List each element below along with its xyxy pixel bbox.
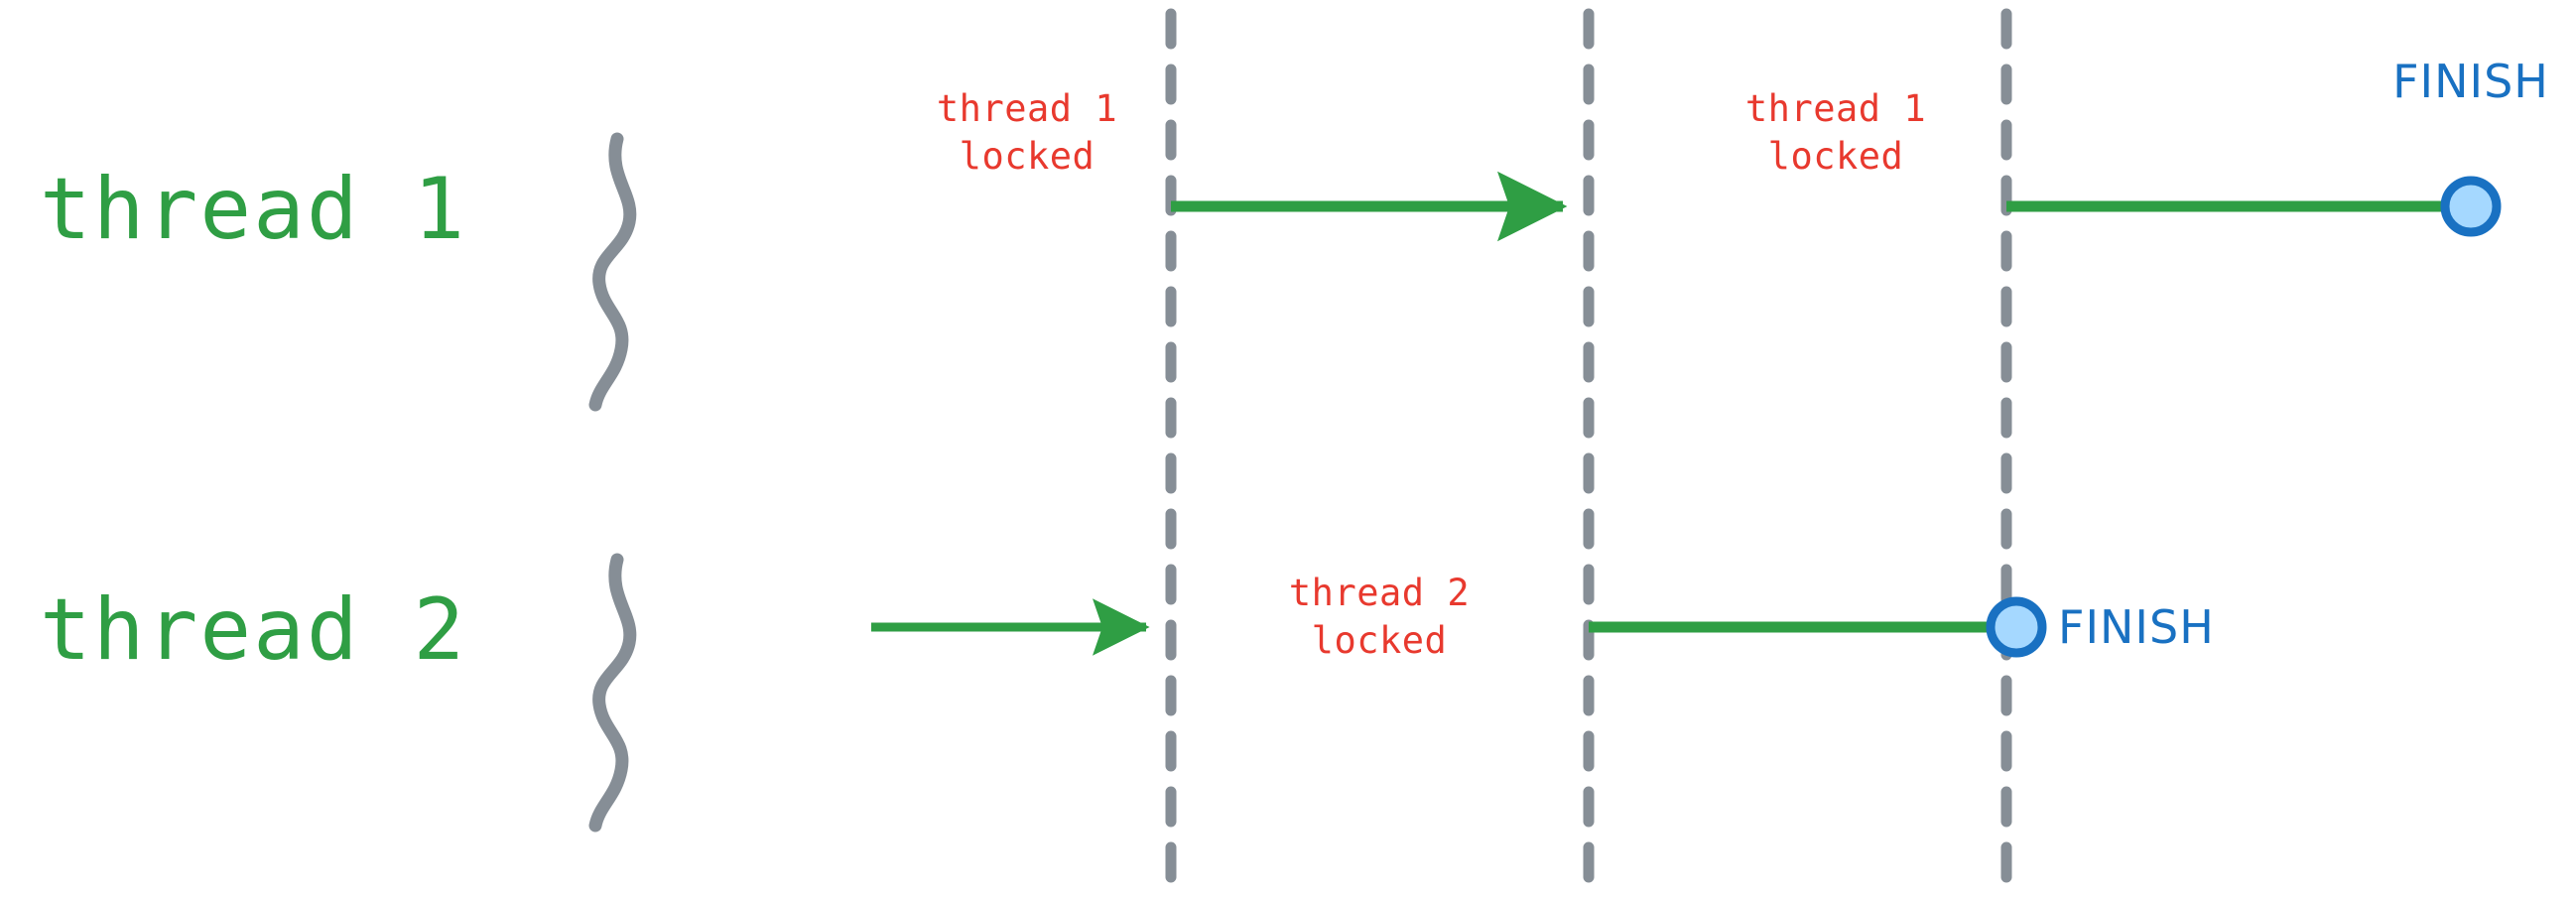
- thread-2-lock-label-1-line-1: thread 2: [1289, 572, 1470, 614]
- thread-2-finish-marker: [1986, 596, 2047, 658]
- thread-2-group: thread 2 thread 2 locked FINISH: [40, 553, 2215, 833]
- thread-1-lock-label-1-line-1: thread 1: [937, 87, 1117, 130]
- thread-2-finish-label: FINISH: [2058, 600, 2215, 654]
- thread-2-lock-label-1-line-2: locked: [1312, 619, 1448, 662]
- thread-1-finish-marker: [2440, 176, 2502, 237]
- squiggle-brace-icon: [588, 553, 637, 833]
- thread-1-group: thread 1 thread 1 locked thread 1 locked…: [40, 55, 2549, 412]
- thread-1-finish-label: FINISH: [2392, 55, 2549, 108]
- thread-2-label: thread 2: [40, 580, 466, 680]
- thread-1-label: thread 1: [40, 160, 466, 259]
- timeline-boundaries: [1165, 8, 2012, 889]
- thread-1-lock-label-2-line-1: thread 1: [1745, 87, 1926, 130]
- thread-1-lock-label-1-line-2: locked: [960, 135, 1095, 178]
- squiggle-brace-icon: [588, 132, 637, 412]
- thread-1-lock-label-2-line-2: locked: [1768, 135, 1904, 178]
